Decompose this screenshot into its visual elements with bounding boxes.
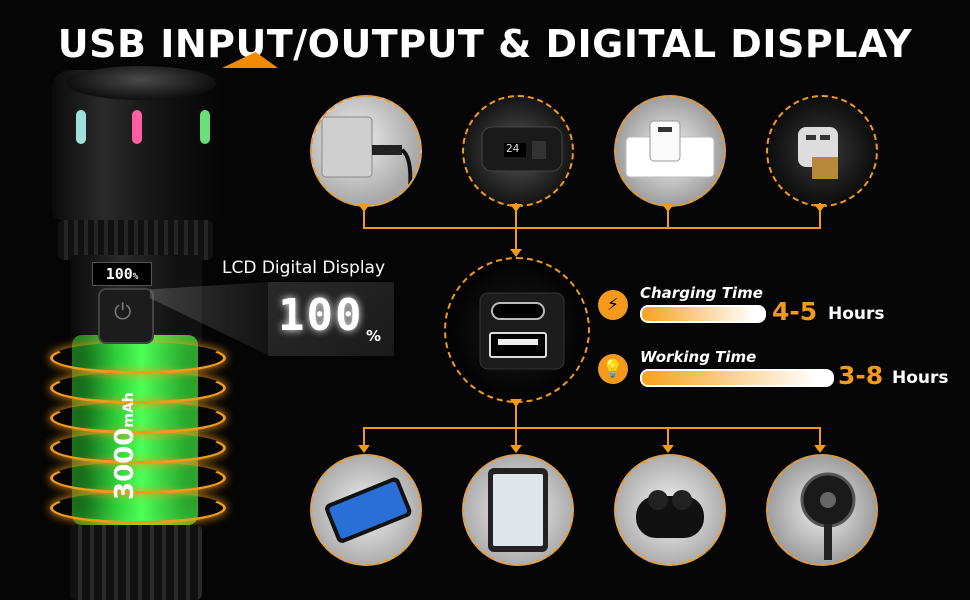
arrow-down-icon [662, 204, 674, 212]
charging-time-unit: Hours [828, 304, 885, 324]
fan-icon [768, 456, 876, 564]
lcd-display-label: LCD Digital Display [222, 258, 386, 278]
bulb-icon: 💡 [598, 354, 628, 384]
flashlight-head [52, 66, 222, 220]
flashlight-bezel [66, 66, 216, 100]
wall-adapter-icon [616, 97, 724, 205]
working-time-value: 3-8 [838, 361, 884, 390]
arrow-line [819, 203, 821, 227]
arrow-line [667, 427, 669, 449]
input-wall-adapter [614, 95, 726, 207]
phone-icon [312, 456, 420, 564]
mini-lcd-display: 100% [92, 262, 152, 286]
arrow-down-icon [358, 445, 370, 453]
mini-lcd-value: 100 [105, 265, 133, 283]
output-earbuds [614, 454, 726, 566]
side-light-teal [76, 110, 86, 144]
power-bank-display: 24 [506, 142, 520, 155]
battery-capacity-unit: mAh [121, 392, 137, 428]
side-light-green [200, 110, 210, 144]
working-time-label: Working Time [640, 348, 757, 366]
arrow-line [515, 227, 517, 253]
battery-capacity-value: 3000 [110, 427, 140, 500]
charging-time-bar [640, 305, 766, 323]
arrow-down-icon [814, 445, 826, 453]
glow-ring [50, 492, 226, 524]
battery-capacity-label: 3000mAh [110, 310, 150, 500]
battery-charge-icon: ⚡ [598, 290, 628, 320]
working-time-unit: Hours [892, 368, 949, 388]
mini-lcd-unit: % [132, 272, 139, 282]
earbuds-icon [616, 456, 724, 564]
arrow-line [363, 227, 821, 229]
arrow-down-icon [510, 204, 522, 212]
car-charger-icon [768, 97, 876, 205]
output-phone [310, 454, 422, 566]
charging-time-label: Charging Time [640, 284, 763, 302]
arrow-line [667, 203, 669, 227]
arrow-line [515, 427, 517, 449]
arrow-down-icon [510, 445, 522, 453]
input-laptop [310, 95, 422, 207]
working-time-bar [640, 369, 834, 387]
power-bank-icon [464, 97, 572, 205]
power-button-icon [98, 288, 154, 344]
arrow-line [515, 399, 517, 427]
arrow-down-icon [814, 204, 826, 212]
arrow-down-icon [358, 204, 370, 212]
flashlight-tail [70, 525, 202, 600]
side-light-pink [132, 110, 142, 144]
laptop-usb-icon [312, 97, 420, 205]
flashlight-collar [58, 220, 213, 260]
lcd-callout-value: 100 [278, 290, 364, 341]
input-power-bank: 24 [462, 95, 574, 207]
arrow-down-icon [510, 399, 522, 407]
arrow-line [363, 427, 821, 429]
output-tablet [462, 454, 574, 566]
lcd-callout-unit: % [366, 327, 382, 345]
arrow-down-icon [662, 445, 674, 453]
usb-ports [444, 257, 590, 403]
arrow-line [819, 427, 821, 449]
lcd-callout-panel [268, 282, 394, 356]
arrow-line [363, 203, 365, 227]
arrow-line [515, 203, 517, 227]
page-title: USB INPUT/OUTPUT & DIGITAL DISPLAY [57, 22, 913, 66]
charging-time-value: 4-5 [772, 297, 818, 326]
input-car-charger [766, 95, 878, 207]
usb-ports-icon [446, 259, 588, 401]
arrow-down-icon [510, 249, 522, 257]
output-fan [766, 454, 878, 566]
tablet-icon [464, 456, 572, 564]
arrow-line [363, 427, 365, 449]
